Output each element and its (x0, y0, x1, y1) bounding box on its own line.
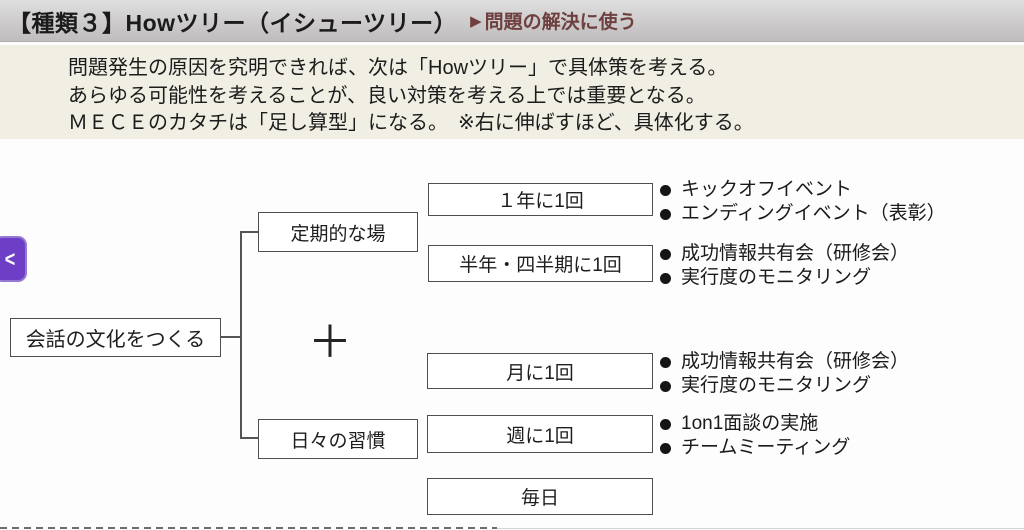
bullet-dot-icon (660, 273, 671, 284)
bottom-thin-line (497, 528, 1024, 529)
bullet-dot-icon (660, 209, 671, 220)
bullet-list-half-year: 成功情報共有会（研修会） 実行度のモニタリング (660, 242, 909, 290)
connector-branch-top (240, 231, 258, 233)
bullet-label: 成功情報共有会（研修会） (681, 243, 910, 264)
intro-panel: 問題発生の原因を究明できれば、次は「Howツリー」で具体策を考える。 あらゆる可… (0, 45, 1024, 139)
list-item: チームミーティング (660, 436, 850, 460)
list-item: 成功情報共有会（研修会） (660, 242, 909, 266)
back-button[interactable]: < (0, 236, 27, 282)
bullet-dot-icon (660, 357, 671, 368)
tree-branch-daily-habit: 日々の習慣 (258, 419, 418, 459)
header-subtitle: ▶ 問題の解決に使う (470, 7, 637, 34)
bullet-dot-icon (660, 443, 671, 454)
tree-leaf-yearly: １年に1回 (428, 183, 653, 216)
intro-line-1: 問題発生の原因を究明できれば、次は「Howツリー」で具体策を考える。 (68, 57, 728, 79)
connector-root (221, 336, 241, 338)
bullet-label: 実行度のモニタリング (681, 375, 872, 396)
list-item: 1on1面談の実施 (660, 412, 850, 436)
intro-line-2: あらゆる可能性を考えることが、良い対策を考える上では重要となる。 (68, 84, 706, 107)
bullet-dot-icon (660, 185, 671, 196)
bullet-dot-icon (660, 249, 671, 260)
list-item: 成功情報共有会（研修会） (660, 350, 909, 374)
bullet-label: チームミーティング (681, 437, 851, 458)
bullet-label: キックオフイベント (681, 179, 853, 200)
page-title: 【種類３】Howツリー（イシューツリー） (8, 9, 458, 36)
connector-trunk (240, 231, 242, 439)
header-subtitle-label: 問題の解決に使う (484, 12, 637, 33)
bullet-list-monthly: 成功情報共有会（研修会） 実行度のモニタリング (660, 350, 909, 398)
tree-branch-periodic: 定期的な場 (258, 212, 418, 252)
bullet-list-yearly: キックオフイベント エンディングイベント（表彰） (660, 178, 946, 226)
bullet-label: エンディングイベント（表彰） (681, 203, 946, 224)
list-item: 実行度のモニタリング (660, 266, 909, 290)
plus-symbol: ＋ (308, 318, 352, 367)
bullet-dot-icon (660, 381, 671, 392)
tree-leaf-daily: 毎日 (427, 478, 653, 515)
bullet-list-weekly: 1on1面談の実施 チームミーティング (660, 412, 850, 460)
tree-leaf-weekly: 週に1回 (427, 415, 653, 453)
bullet-label: 成功情報共有会（研修会） (681, 351, 910, 372)
tree-leaf-half-year: 半年・四半期に1回 (428, 245, 653, 282)
header-bar: 【種類３】Howツリー（イシューツリー） ▶ 問題の解決に使う (0, 0, 1024, 42)
list-item: キックオフイベント (660, 178, 946, 202)
bottom-dashed-line (0, 527, 497, 529)
tree-root-node: 会話の文化をつくる (10, 318, 221, 357)
chevron-left-icon: < (4, 246, 16, 272)
list-item: 実行度のモニタリング (660, 374, 909, 398)
bullet-label: 実行度のモニタリング (681, 267, 872, 288)
arrow-right-icon: ▶ (470, 12, 482, 30)
bullet-dot-icon (660, 419, 671, 430)
bullet-label: 1on1面談の実施 (681, 413, 819, 434)
list-item: エンディングイベント（表彰） (660, 202, 946, 226)
tree-leaf-monthly: 月に1回 (427, 353, 653, 389)
intro-line-3: ＭＥＣＥのカタチは「足し算型」になる。 ※右に伸ばすほど、具体化する。 (68, 112, 754, 134)
connector-branch-bottom (240, 437, 258, 439)
